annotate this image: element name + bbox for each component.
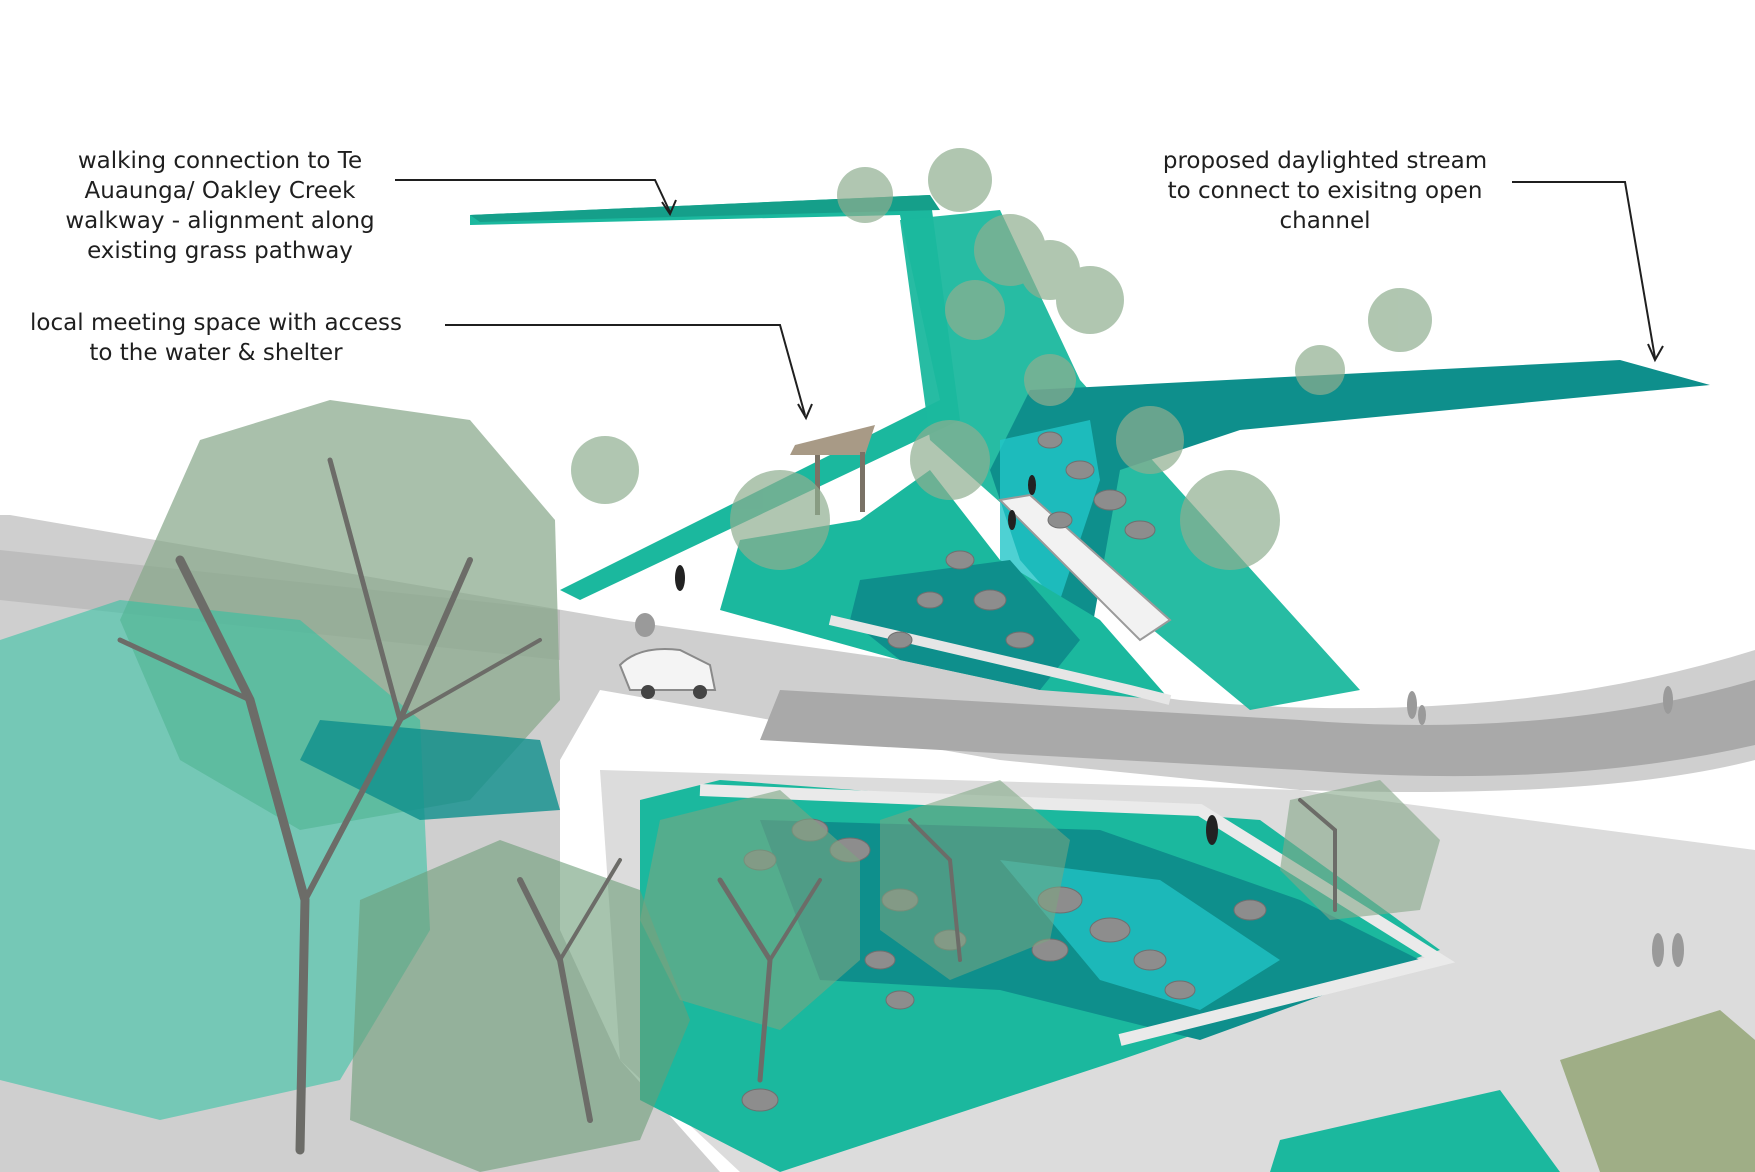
foreground-canopies <box>0 400 1440 1172</box>
bridge-railing-front <box>828 615 1172 705</box>
foreground-trunks <box>117 457 1337 1155</box>
upper-tree-canopies <box>571 148 1432 570</box>
leader-meeting <box>445 324 806 416</box>
leader-stream <box>1512 181 1656 359</box>
annotation-daylighted-stream: proposed daylighted stream to connect to… <box>1145 146 1505 236</box>
annotation-line: walking connection to Te <box>77 148 363 174</box>
car <box>618 648 717 699</box>
annotation-line: local meeting space with access <box>30 310 402 336</box>
annotation-line: proposed daylighted stream <box>1162 148 1488 174</box>
steps-terrace <box>1560 1010 1755 1172</box>
arrow-meeting <box>797 403 813 421</box>
road-lower-band <box>760 680 1755 777</box>
annotation-meeting-space: local meeting space with access to the w… <box>0 308 432 368</box>
upper-pond <box>850 560 1080 690</box>
annotation-line: to connect to exisitng open <box>1167 178 1483 204</box>
leader-lines <box>395 179 1656 416</box>
arrow-walking <box>661 199 677 217</box>
annotation-line: channel <box>1279 208 1371 234</box>
annotation-walking-connection: walking connection to Te Auaunga/ Oakley… <box>40 146 400 266</box>
leader-walking <box>395 179 671 213</box>
leader-arrowheads <box>661 199 1664 421</box>
annotation-line: existing grass pathway <box>87 238 353 264</box>
annotation-line: walkway - alignment along <box>65 208 375 234</box>
annotation-line: to the water & shelter <box>89 340 343 366</box>
annotation-line: Auaunga/ Oakley Creek <box>84 178 356 204</box>
arrow-stream <box>1647 343 1664 363</box>
people-ghost <box>635 613 1684 967</box>
lower-right-channel <box>1270 1090 1560 1172</box>
footbridge <box>997 493 1172 642</box>
people <box>675 475 1218 845</box>
rock-cluster-upper <box>887 431 1156 649</box>
walkway-upper-path <box>470 195 940 222</box>
shelter <box>790 425 875 515</box>
